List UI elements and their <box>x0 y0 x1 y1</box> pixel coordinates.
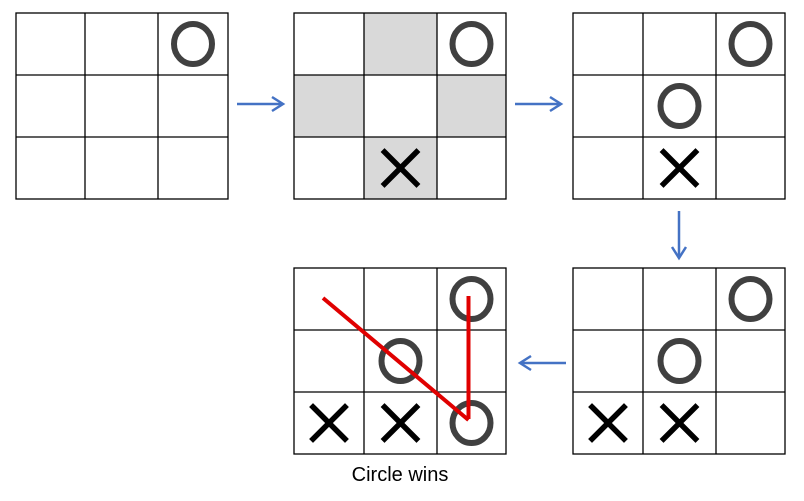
circle-mark-icon <box>657 83 702 129</box>
arrow-head <box>670 246 688 261</box>
cross-stroke <box>380 403 421 443</box>
board-4 <box>572 267 786 455</box>
arrow-left-icon <box>517 354 566 372</box>
board-1 <box>15 12 229 200</box>
arrow-down-icon <box>670 211 688 261</box>
cross-stroke <box>659 403 700 443</box>
arrow-head <box>517 354 532 372</box>
cross-stroke <box>588 403 628 443</box>
highlighted-cell <box>294 75 364 137</box>
win-line <box>321 296 470 422</box>
circle-mark-icon <box>171 21 215 67</box>
circle-mark-icon <box>449 400 494 446</box>
circle-mark-icon <box>657 338 702 384</box>
board-3 <box>572 12 786 200</box>
highlighted-cell <box>364 13 437 75</box>
cross-mark-icon <box>659 148 700 188</box>
circle-mark-icon <box>449 21 494 67</box>
circle-mark-icon <box>728 21 773 67</box>
caption: Circle wins <box>351 464 449 486</box>
board-border <box>572 267 786 455</box>
cross-stroke <box>380 148 421 188</box>
board-2 <box>293 12 507 200</box>
cross-mark-icon <box>309 403 349 443</box>
cross-stroke <box>309 403 349 443</box>
arrow-head <box>549 95 564 113</box>
arrow-right-icon <box>515 95 564 113</box>
cross-mark-icon <box>380 403 421 443</box>
arrow-head <box>271 95 286 113</box>
arrow-right-icon <box>237 95 286 113</box>
cross-mark-icon <box>588 403 628 443</box>
circle-mark-icon <box>728 276 773 322</box>
board-border <box>572 12 786 200</box>
cross-mark-icon <box>380 148 421 188</box>
board-border <box>293 267 507 455</box>
cross-mark-icon <box>659 403 700 443</box>
cross-stroke <box>659 148 700 188</box>
board-5 <box>293 267 507 455</box>
board-border <box>293 12 507 200</box>
circle-mark-icon <box>449 276 494 322</box>
board-border <box>15 12 229 200</box>
circle-mark-icon <box>378 338 423 384</box>
highlighted-cell <box>437 75 506 137</box>
